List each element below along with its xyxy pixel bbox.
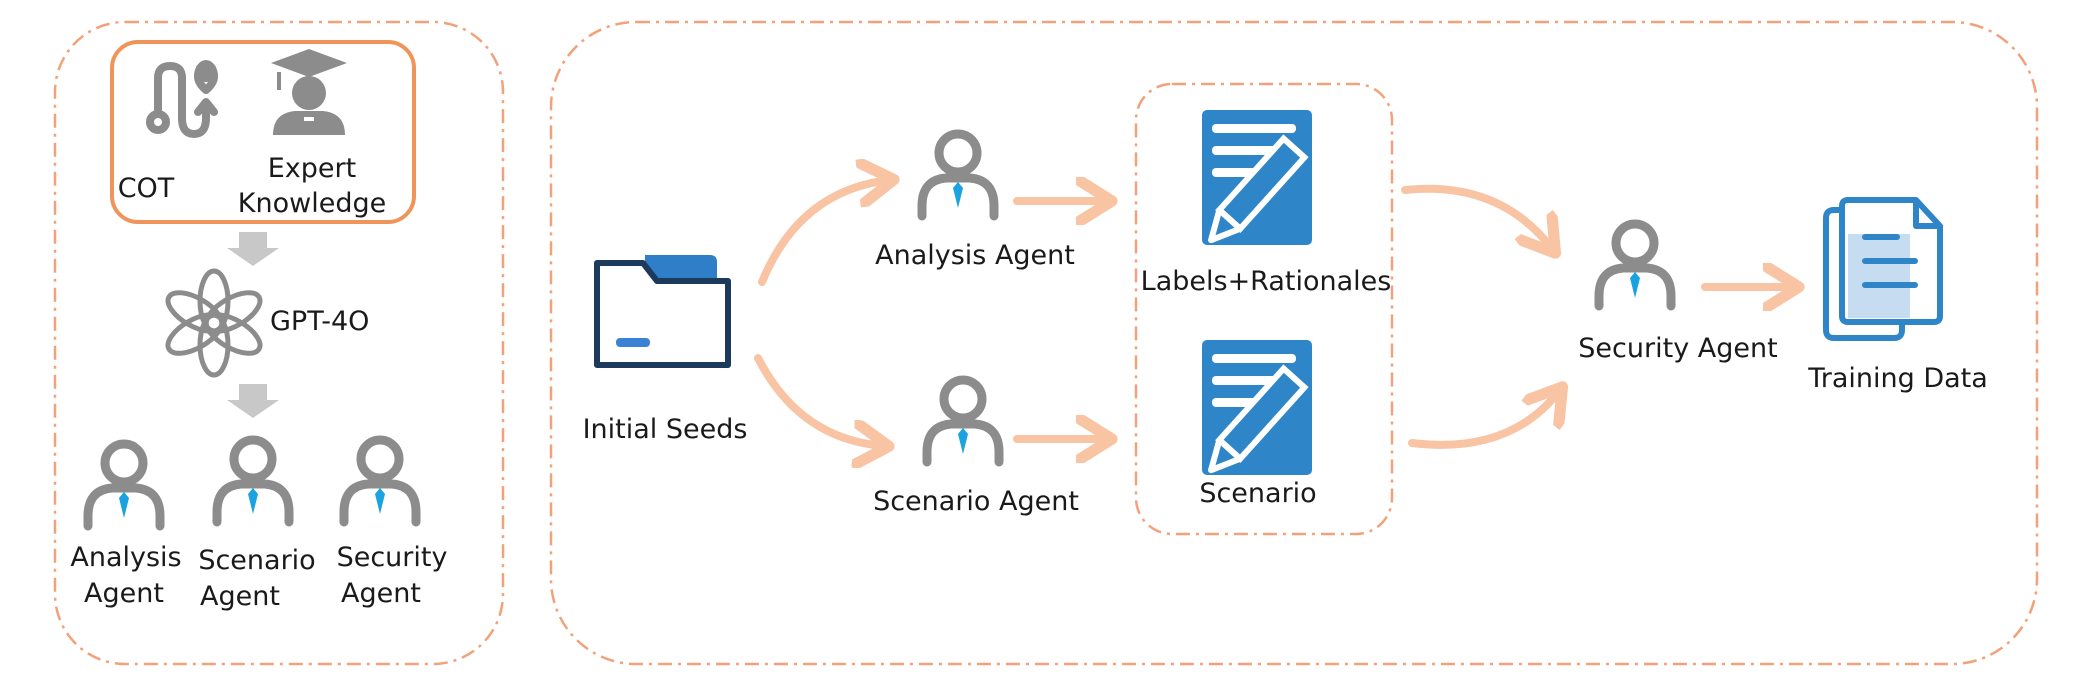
documents-stack-icon <box>1823 197 1943 341</box>
labels-rationales-label: Labels+Rationales <box>1141 266 1392 297</box>
gpt-model-label: GPT-4O <box>270 306 369 337</box>
analysis-agent-label: Analysis Agent <box>875 240 1075 271</box>
agent-label-line1: Analysis <box>70 542 181 573</box>
security-agent-icon <box>344 440 416 522</box>
pipeline-panel-border <box>549 20 2039 666</box>
scenario-agent-icon <box>927 380 999 462</box>
analysis-agent-icon <box>88 444 160 526</box>
document-edit-icon <box>1201 340 1312 480</box>
scenario-agent-label: Scenario Agent <box>873 486 1079 517</box>
security-agent-icon <box>1599 224 1671 306</box>
down-arrow-icon <box>227 384 279 418</box>
down-arrow-icon <box>227 232 279 266</box>
agent-label-line1: Scenario <box>198 545 315 576</box>
flow-arrow <box>758 180 890 286</box>
cot-label: COT <box>118 173 175 204</box>
knowledge-sources-box <box>110 40 416 224</box>
agent-label-line1: Security <box>337 542 448 573</box>
agent-label-line2: Agent <box>200 581 280 612</box>
scenario-agent-icon <box>217 440 289 522</box>
outputs-box <box>1134 82 1394 536</box>
document-edit-icon <box>1201 110 1312 250</box>
flow-arrow <box>754 354 885 446</box>
agent-label-line2: Agent <box>84 578 164 609</box>
training-data-label: Training Data <box>1807 363 1988 394</box>
openai-knot-icon <box>162 268 266 375</box>
security-agent-label: Security Agent <box>1578 333 1777 364</box>
analysis-agent-icon <box>922 134 994 216</box>
agent-label-line2: Agent <box>341 578 421 609</box>
left-panel-border <box>53 20 505 666</box>
expert-label-line2: Knowledge <box>238 188 386 219</box>
expert-label-line1: Expert <box>268 153 356 184</box>
graduate-icon <box>271 49 347 135</box>
scenario-doc-label: Scenario <box>1199 478 1316 509</box>
initial-seeds-label: Initial Seeds <box>583 414 748 445</box>
flow-arrow <box>1408 390 1560 449</box>
folder-icon <box>594 255 731 368</box>
route-icon <box>146 60 218 138</box>
flow-arrow <box>1401 184 1553 250</box>
